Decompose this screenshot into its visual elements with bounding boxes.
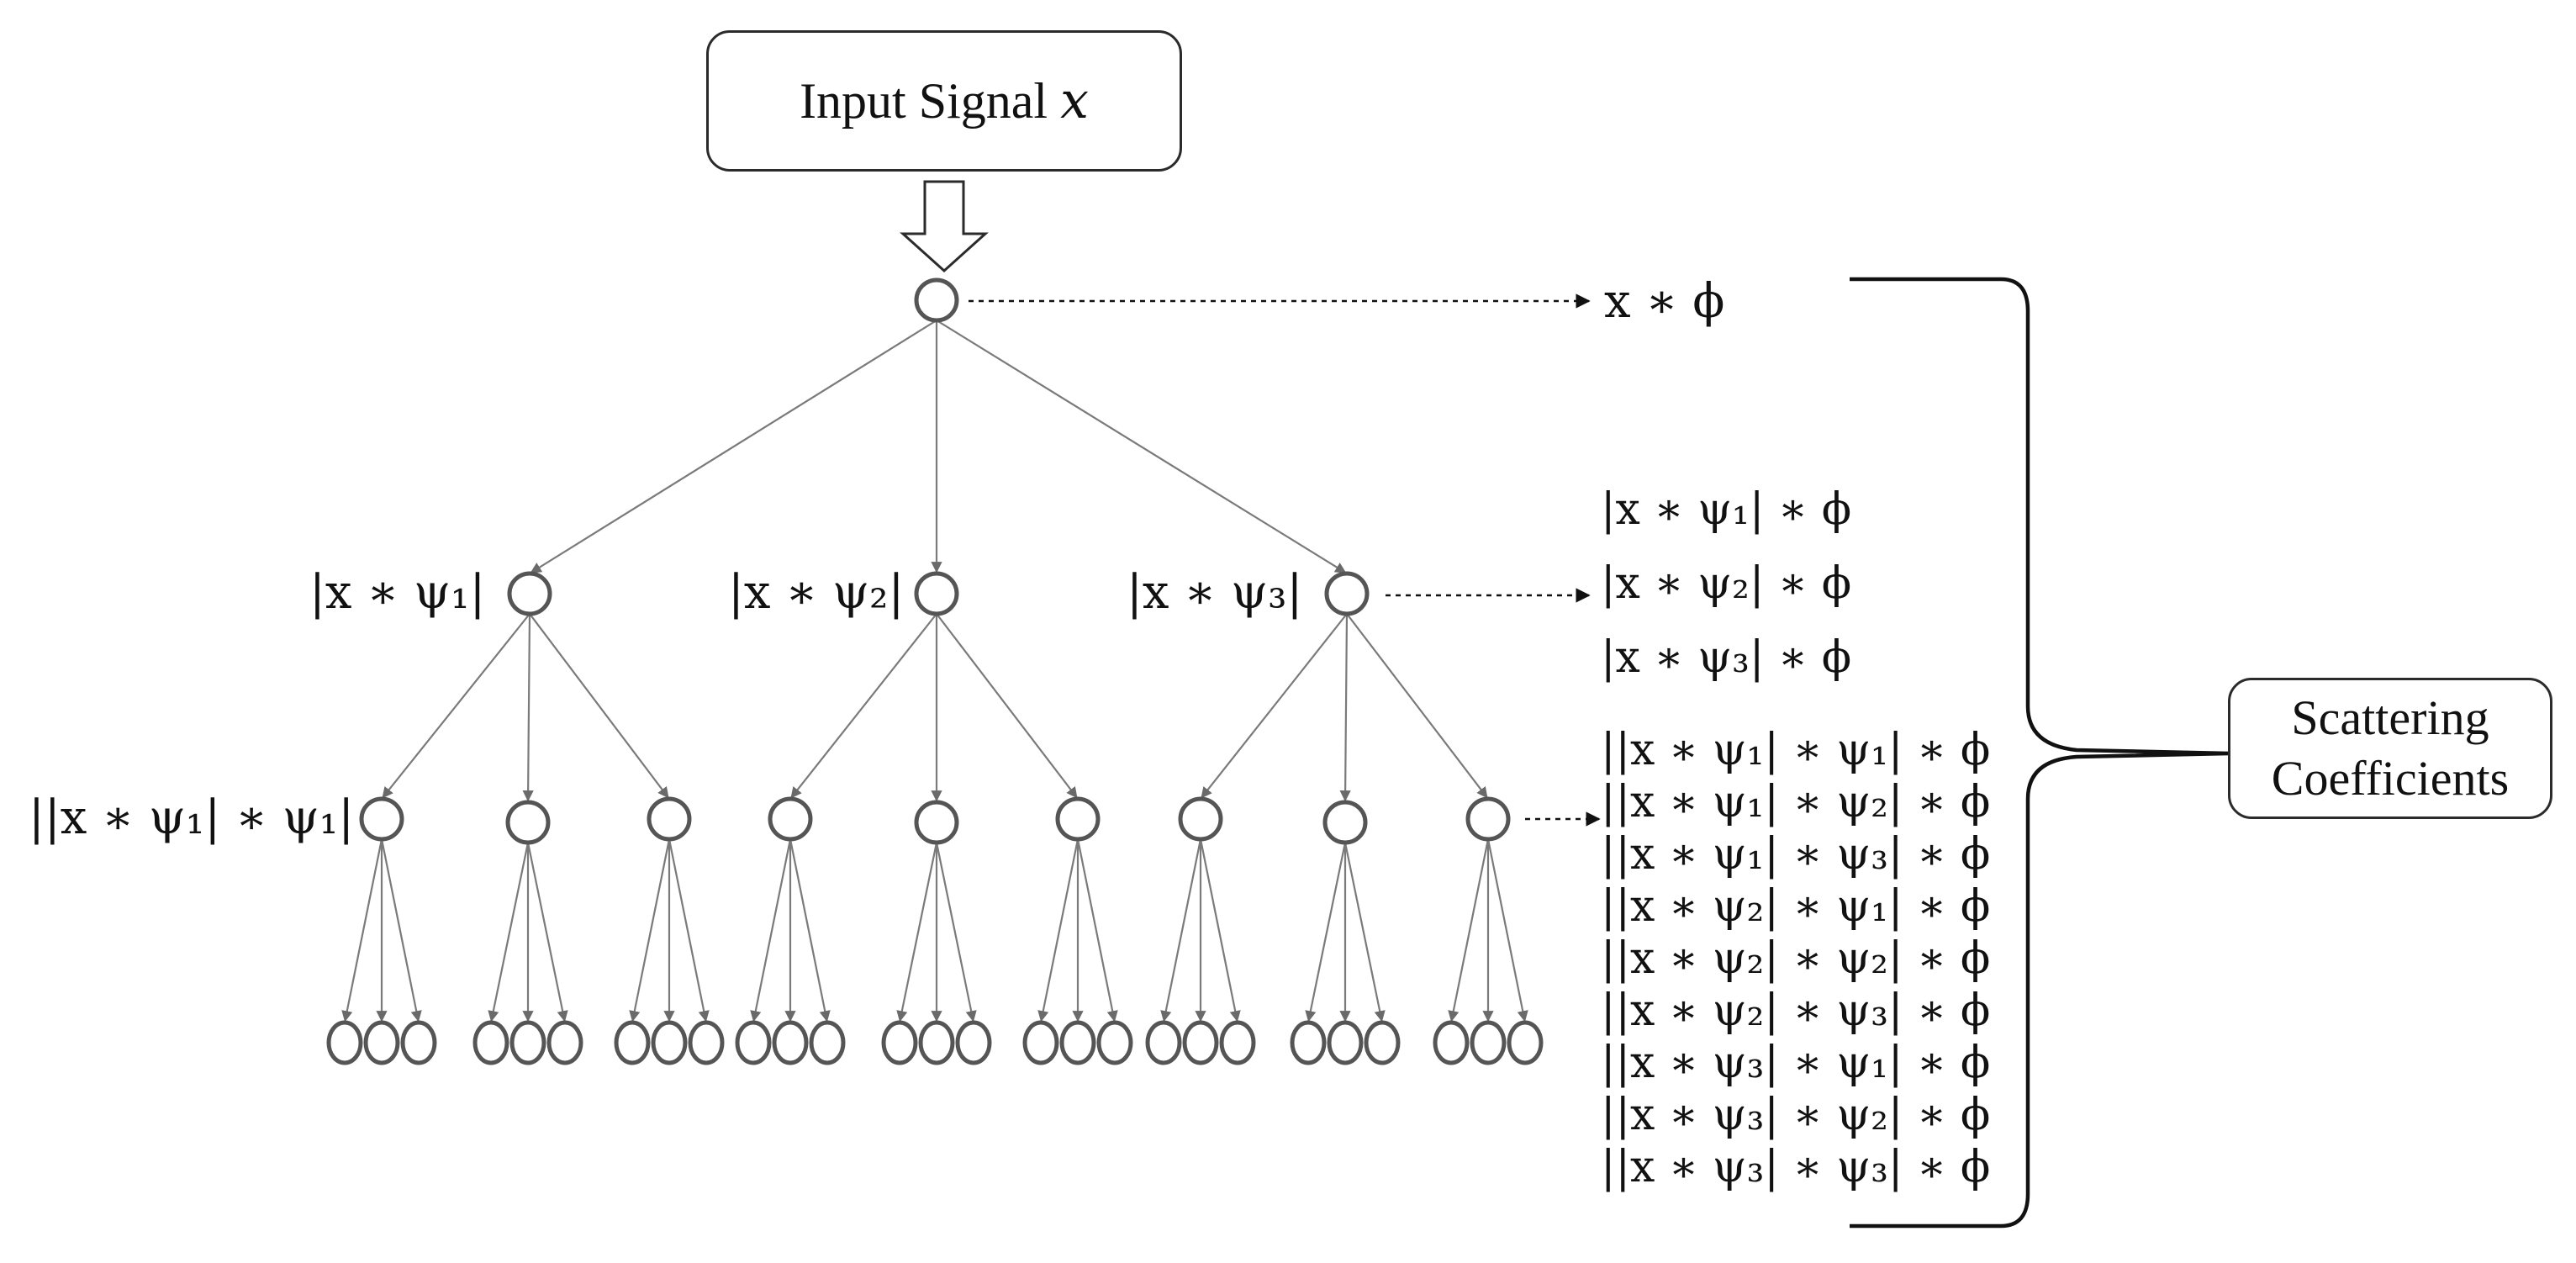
leaf-node (1145, 1020, 1182, 1065)
coefficient-order2: ||x ∗ ψ₁| ∗ ψ₃| ∗ ϕ (1601, 829, 1991, 880)
input-down-arrow (900, 180, 989, 273)
tree-edge (1037, 838, 1079, 1023)
tree-edge (341, 838, 383, 1023)
tree-edge (488, 842, 530, 1023)
tree-edge (530, 320, 937, 573)
leaf-node (1470, 1020, 1507, 1065)
scattering-label: Scattering (2291, 690, 2489, 745)
tree-edge (936, 320, 1347, 573)
tree-edge (526, 842, 568, 1023)
tree-edge (629, 838, 671, 1023)
leaf-node (1290, 1020, 1327, 1065)
tree-edge (1486, 838, 1528, 1023)
input-signal-var: x (1060, 71, 1089, 130)
leaf-node (472, 1020, 509, 1065)
level2-node (914, 800, 959, 845)
level1-node (1324, 571, 1370, 616)
leaf-node (326, 1020, 363, 1065)
leaf-node (1219, 1020, 1256, 1065)
tree-edge (789, 838, 831, 1023)
coefficient-order1: |x ∗ ψ₃| ∗ ϕ (1601, 632, 1852, 683)
tree-edge (1305, 842, 1347, 1023)
leaf-node (809, 1020, 846, 1065)
coefficient-order2: ||x ∗ ψ₁| ∗ ψ₁| ∗ ϕ (1601, 725, 1991, 775)
level2-node (1465, 796, 1511, 842)
leaf-node (509, 1020, 546, 1065)
level2-node (1322, 800, 1368, 845)
level1-node (914, 571, 959, 616)
level2-node (505, 800, 551, 845)
leaf-node (614, 1020, 651, 1065)
leaf-node (400, 1020, 437, 1065)
scattering-coefficients-box: Scattering Coefficients (2228, 678, 2552, 819)
tree-edge (668, 838, 710, 1023)
leaf-node (1096, 1020, 1133, 1065)
tree-edge (1076, 838, 1118, 1023)
tree-edge (750, 838, 792, 1023)
level2-node (1055, 796, 1101, 842)
tree-edge (1346, 613, 1488, 799)
leaf-node (1327, 1020, 1364, 1065)
coefficient-order1: |x ∗ ψ₂| ∗ ϕ (1601, 558, 1852, 609)
level2-node (768, 796, 813, 842)
tree-edge (1339, 613, 1351, 802)
leaf-node (735, 1020, 772, 1065)
tree-edge (936, 613, 1078, 799)
input-signal-label: Input Signal (800, 72, 1048, 129)
leaf-node (688, 1020, 725, 1065)
level1-node (507, 571, 552, 616)
tree-edge (380, 838, 422, 1023)
coefficients-label: Coefficients (2271, 751, 2510, 806)
tree-edge (1343, 842, 1386, 1023)
coefficient-order2: ||x ∗ ψ₃| ∗ ψ₃| ∗ ϕ (1601, 1142, 1991, 1192)
leaf-node (1059, 1020, 1096, 1065)
leaf-node (918, 1020, 955, 1065)
leaf-node (1433, 1020, 1470, 1065)
coefficient-order0: x ∗ ϕ (1604, 274, 1725, 329)
tree-edge (935, 842, 977, 1023)
tree-edge (1201, 613, 1348, 799)
node-label-psi1: |x ∗ ψ₁| (309, 565, 486, 620)
tree-edge (522, 613, 534, 802)
leaf-node (772, 1020, 809, 1065)
coefficient-order1: |x ∗ ψ₁| ∗ ϕ (1601, 484, 1852, 535)
level2-node (359, 796, 404, 842)
leaf-node (651, 1020, 688, 1065)
tree-edge (382, 613, 531, 799)
tree-edge (790, 613, 937, 799)
leaf-node (1364, 1020, 1401, 1065)
coefficient-order2: ||x ∗ ψ₂| ∗ ψ₂| ∗ ϕ (1601, 933, 1991, 984)
leaf-node (881, 1020, 918, 1065)
tree-edge (896, 842, 938, 1023)
coefficient-order2: ||x ∗ ψ₃| ∗ ψ₁| ∗ ϕ (1601, 1038, 1991, 1088)
tree-edge (1160, 838, 1202, 1023)
tree-edge (529, 613, 669, 799)
node-label-psi2: |x ∗ ψ₂| (728, 565, 905, 620)
leaf-node (955, 1020, 992, 1065)
coefficients-brace (1850, 277, 2230, 1229)
coefficient-order2: ||x ∗ ψ₂| ∗ ψ₁| ∗ ϕ (1601, 881, 1991, 932)
leaf-node (1182, 1020, 1219, 1065)
coefficient-order2: ||x ∗ ψ₁| ∗ ψ₂| ∗ ϕ (1601, 777, 1991, 827)
coefficient-order2: ||x ∗ ψ₂| ∗ ψ₃| ∗ ϕ (1601, 986, 1991, 1036)
input-signal-box: Input Signal x (706, 30, 1182, 172)
tree-edge (1199, 838, 1241, 1023)
node-label-psi1-psi1: ||x ∗ ψ₁| ∗ ψ₁| (29, 790, 355, 845)
leaf-node (546, 1020, 583, 1065)
leaf-node (1507, 1020, 1544, 1065)
coefficient-order2: ||x ∗ ψ₃| ∗ ψ₂| ∗ ϕ (1601, 1090, 1991, 1140)
leaf-node (1022, 1020, 1059, 1065)
root-node (914, 277, 959, 323)
leaf-node (363, 1020, 400, 1065)
tree-edges (341, 320, 1528, 1023)
tree-nodes (326, 277, 1544, 1065)
node-label-psi3: |x ∗ ψ₃| (1127, 565, 1303, 620)
tree-edge (1448, 838, 1490, 1023)
level2-node (1178, 796, 1223, 842)
level2-node (647, 796, 692, 842)
